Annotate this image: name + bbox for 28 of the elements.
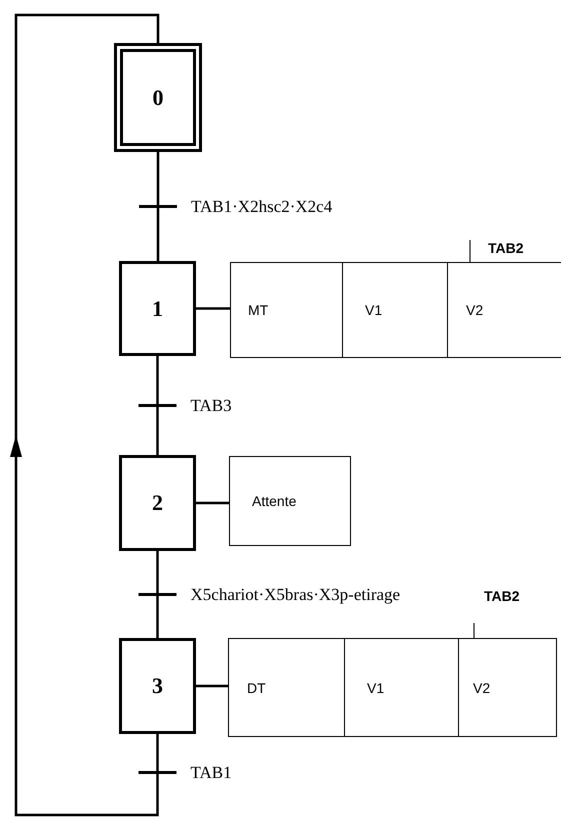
action-box (229, 456, 351, 546)
action-box (342, 262, 448, 358)
action-box (228, 638, 345, 737)
transition-condition: TAB1·X2hsc2·X2c4 (191, 196, 332, 216)
step-box (119, 455, 196, 551)
transition-condition: X5chariot·X5bras·X3p-etirage (190, 584, 400, 604)
step-number: 1 (152, 296, 163, 322)
step-box (119, 261, 196, 356)
action-text: V1 (367, 680, 384, 696)
action-box (344, 638, 459, 737)
action-text: V2 (466, 302, 484, 318)
action-box (230, 262, 343, 358)
condition-label: TAB2 (488, 240, 524, 256)
action-text: V2 (473, 680, 490, 696)
transition-condition: TAB1 (190, 762, 232, 782)
action-text: MT (248, 302, 268, 318)
initial-step-box (114, 43, 202, 152)
step-number: 3 (152, 673, 163, 699)
condition-label: TAB2 (484, 588, 520, 604)
action-box (447, 262, 561, 358)
action-text: V1 (365, 302, 382, 318)
step-box (119, 638, 196, 734)
action-text: Attente (252, 493, 296, 509)
action-text: DT (247, 680, 266, 696)
step-number: 0 (152, 84, 164, 110)
action-box (458, 638, 557, 737)
step-number: 2 (152, 490, 163, 516)
transition-condition: TAB3 (190, 396, 232, 416)
